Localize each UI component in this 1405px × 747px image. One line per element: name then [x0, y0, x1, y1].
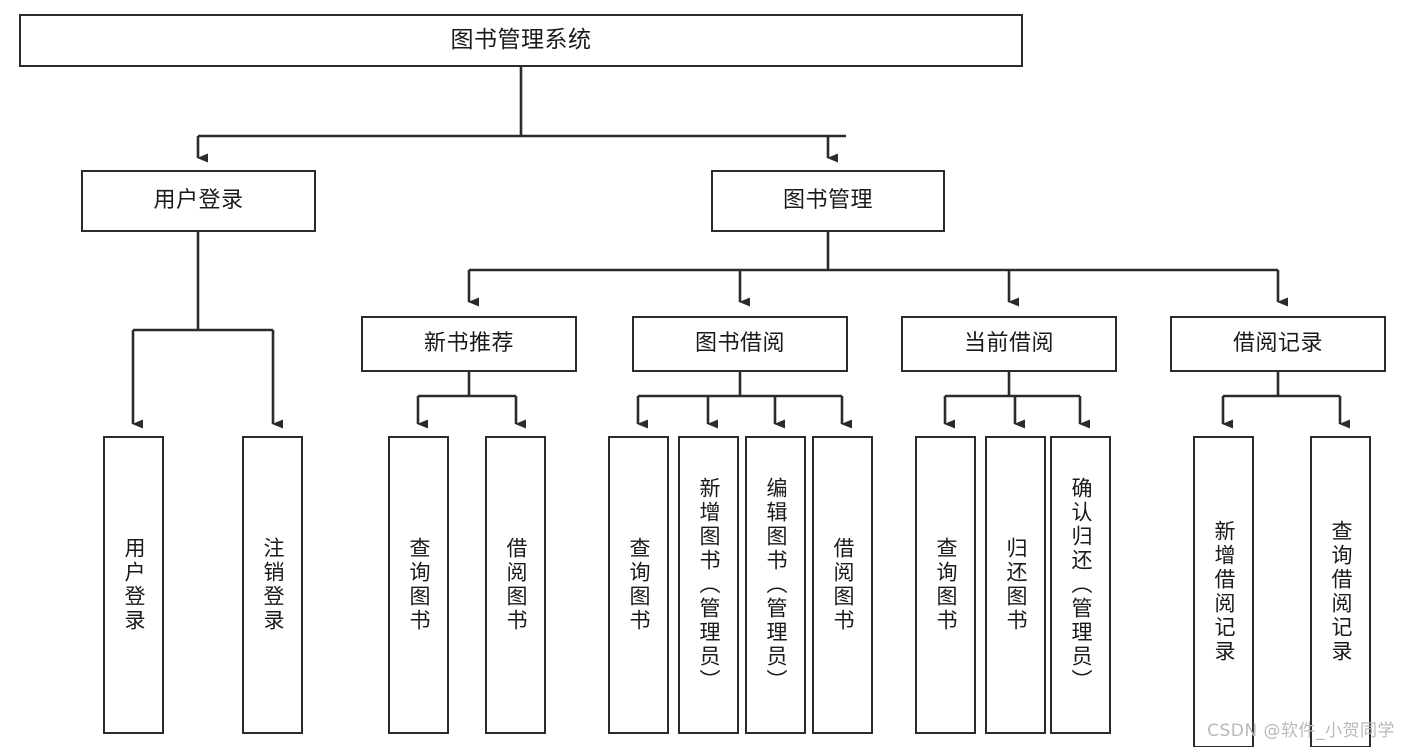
node-book-borrow[interactable]: 图书借阅: [632, 316, 848, 372]
node-book-management[interactable]: 图书管理: [711, 170, 945, 232]
node-label: 新增图书（管理员）: [697, 477, 721, 693]
node-label: 查询图书: [407, 537, 431, 633]
node-root-book-management-system[interactable]: 图书管理系统: [19, 14, 1023, 67]
node-label: 图书管理: [782, 187, 873, 213]
node-label: 查询图书: [627, 537, 651, 633]
node-label: 用户登录: [153, 187, 244, 213]
node-leaf-user-login[interactable]: 用户登录: [103, 436, 164, 734]
node-label: 查询借阅记录: [1329, 520, 1353, 664]
node-leaf-borrow-book[interactable]: 借阅图书: [812, 436, 873, 734]
csdn-watermark: CSDN @软件_小贺同学: [1207, 721, 1395, 741]
node-leaf-borrow-query-book[interactable]: 查询图书: [608, 436, 669, 734]
node-leaf-current-query-book[interactable]: 查询图书: [915, 436, 976, 734]
node-label: 确认归还（管理员）: [1069, 477, 1093, 693]
node-label: 借阅图书: [831, 537, 855, 633]
node-user-login[interactable]: 用户登录: [81, 170, 316, 232]
node-label: 借阅图书: [504, 537, 528, 633]
node-leaf-new-book-borrow[interactable]: 借阅图书: [485, 436, 546, 734]
node-leaf-query-borrow-record[interactable]: 查询借阅记录: [1310, 436, 1371, 747]
node-label: 注销登录: [261, 537, 285, 633]
node-label: 新书推荐: [423, 330, 514, 356]
node-leaf-add-borrow-record[interactable]: 新增借阅记录: [1193, 436, 1254, 747]
node-leaf-edit-book-admin[interactable]: 编辑图书（管理员）: [745, 436, 806, 734]
node-leaf-confirm-return-admin[interactable]: 确认归还（管理员）: [1050, 436, 1111, 734]
node-leaf-new-book-query[interactable]: 查询图书: [388, 436, 449, 734]
node-label: 用户登录: [122, 537, 146, 633]
node-leaf-return-book[interactable]: 归还图书: [985, 436, 1046, 734]
node-leaf-add-book-admin[interactable]: 新增图书（管理员）: [678, 436, 739, 734]
node-new-book-recommend[interactable]: 新书推荐: [361, 316, 577, 372]
node-label: 查询图书: [934, 537, 958, 633]
node-label: 借阅记录: [1232, 330, 1323, 356]
node-label: 图书管理系统: [450, 26, 592, 53]
node-current-borrow[interactable]: 当前借阅: [901, 316, 1117, 372]
node-label: 归还图书: [1004, 537, 1028, 633]
node-label: 当前借阅: [963, 330, 1054, 356]
node-borrow-record[interactable]: 借阅记录: [1170, 316, 1386, 372]
node-label: 图书借阅: [694, 330, 785, 356]
node-label: 编辑图书（管理员）: [764, 477, 788, 693]
node-label: 新增借阅记录: [1212, 520, 1236, 664]
node-leaf-logout[interactable]: 注销登录: [242, 436, 303, 734]
